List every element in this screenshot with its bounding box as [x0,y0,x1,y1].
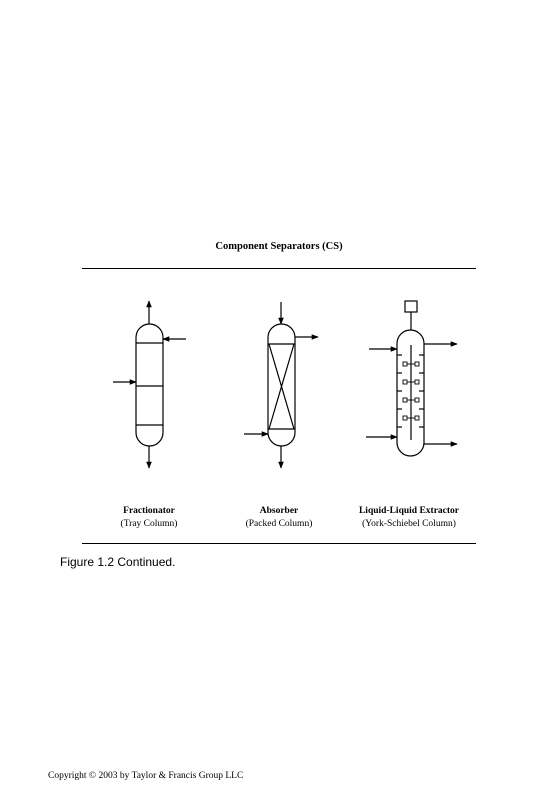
bottom-rule [82,543,476,544]
unit-name: Fractionator [123,506,175,516]
caption-text: Continued. [114,555,176,569]
figure-label: Figure 1.2 [60,555,115,569]
fractionator-label: Fractionator (Tray Column) [64,505,234,531]
extractor-label: Liquid-Liquid Extractor (York-Schiebel C… [324,505,494,531]
unit-type: (Packed Column) [245,519,313,529]
copyright-notice: Copyright © 2003 by Taylor & Francis Gro… [48,771,244,781]
fractionator-column [113,300,186,469]
unit-type: (York-Schiebel Column) [362,519,456,529]
absorber-column [244,302,319,469]
extractor-column [366,300,458,457]
unit-name: Absorber [259,506,299,516]
figure-caption: Figure 1.2 Continued. [60,555,175,569]
top-rule [82,268,476,269]
section-heading: Component Separators (CS) [215,241,343,252]
unit-type: (Tray Column) [120,519,178,529]
unit-name: Liquid-Liquid Extractor [358,506,460,516]
absorber-label: Absorber (Packed Column) [194,505,364,531]
